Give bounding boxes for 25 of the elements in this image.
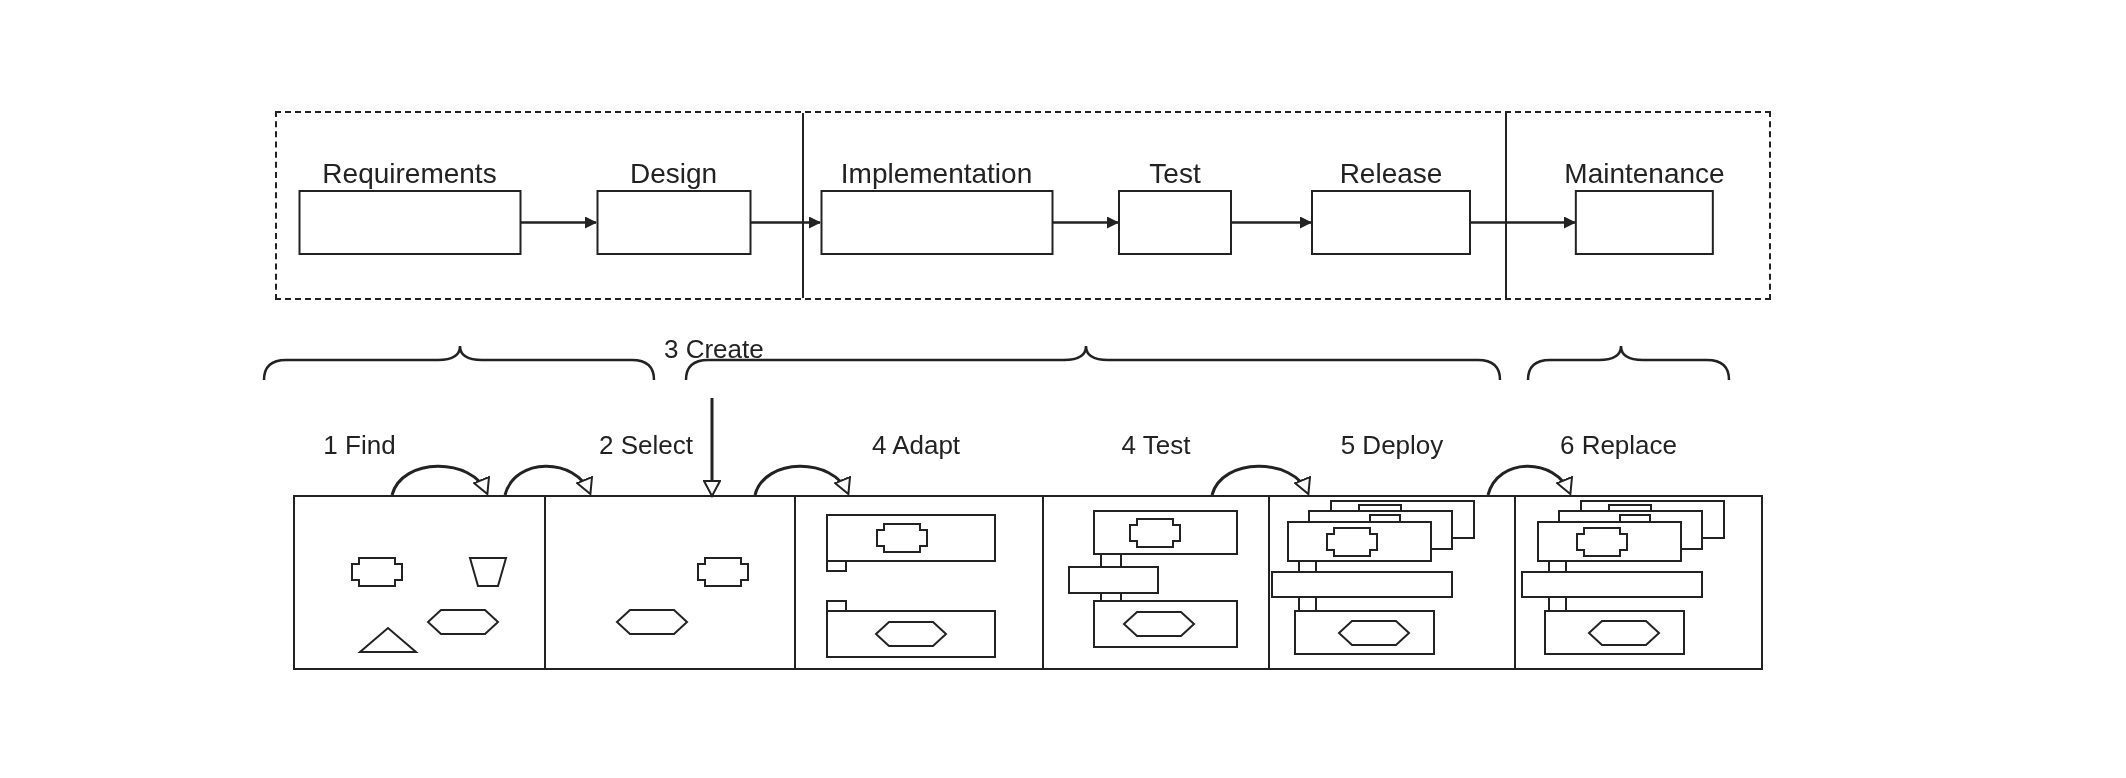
arrow	[1232, 216, 1312, 229]
step-label: 2 Select	[599, 430, 693, 460]
curved-arrow	[753, 464, 850, 496]
step-label: 6 Replace	[1559, 430, 1678, 460]
curved-arrow	[1486, 464, 1572, 496]
curved-arrow	[503, 464, 592, 496]
step-label: 5 Deploy	[1340, 430, 1444, 460]
stage-label: Requirements	[322, 160, 497, 188]
arrow	[1053, 216, 1119, 229]
phase-label: 3 Create	[664, 334, 764, 364]
stage-label: Maintenance	[1564, 160, 1725, 188]
stage-label: Release	[1339, 160, 1443, 188]
stage-label: Implementation	[840, 160, 1033, 188]
step-label: 4 Test	[1121, 430, 1191, 460]
stage-label: Test	[1149, 160, 1201, 188]
arrow	[521, 216, 597, 229]
dashed-boundary	[275, 111, 1771, 300]
curved-arrow	[390, 464, 489, 496]
curved-arrow	[1210, 464, 1310, 496]
step-label: 1 Find	[323, 430, 396, 460]
stage-label: Design	[629, 160, 718, 188]
arrow	[1471, 216, 1576, 229]
arrow	[703, 398, 721, 497]
arrow	[751, 216, 821, 229]
step-label: 4 Adapt	[871, 430, 961, 460]
